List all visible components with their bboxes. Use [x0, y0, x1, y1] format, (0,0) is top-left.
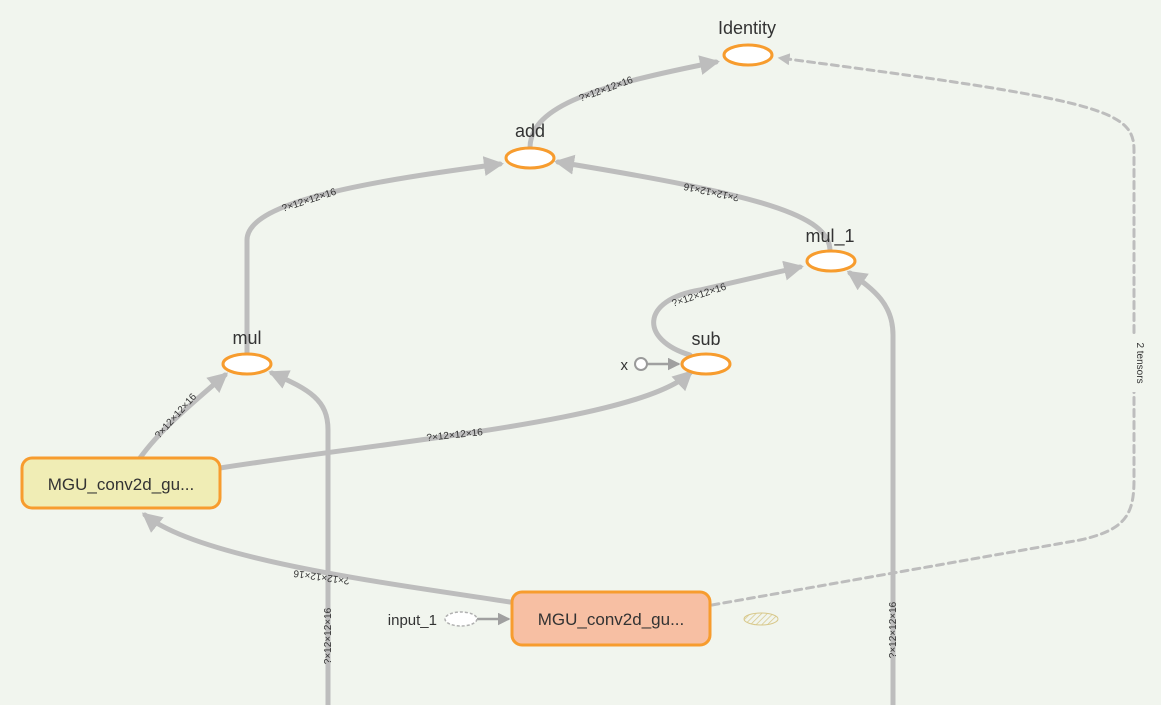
node-label-sub: sub: [691, 329, 720, 349]
node-x[interactable]: x: [621, 357, 648, 374]
node-label-add: add: [515, 121, 545, 141]
op-node-shape: [221, 352, 273, 376]
edge-add-to-identity[interactable]: [527, 55, 720, 151]
group-node-label-bottom: MGU_conv2d_gu...: [538, 610, 684, 629]
group-node-shape: [510, 590, 712, 647]
edge-label-sub-mul1: ?×12×12×16: [671, 282, 729, 310]
edge-label-add-identity: ?×12×12×16: [578, 75, 635, 105]
op-node-shape: [680, 352, 732, 376]
group-node-label-top: MGU_conv2d_gu...: [48, 475, 194, 494]
edge-sub-to-mul1[interactable]: [651, 260, 804, 358]
op-node-shape: [722, 43, 774, 67]
const-node-shape: [634, 357, 648, 371]
input-node-shape: [444, 611, 478, 627]
edge-mul-to-add[interactable]: [244, 156, 504, 356]
node-label-mul-1: mul_1: [805, 226, 854, 247]
node-label-x: x: [621, 357, 629, 374]
node-add[interactable]: add: [504, 121, 556, 170]
edge-label-group-sub: ?×12×12×16: [426, 427, 484, 444]
node-mul[interactable]: mul: [221, 328, 273, 376]
node-identity[interactable]: Identity: [718, 18, 776, 67]
edge-group-to-mul[interactable]: [137, 372, 229, 461]
edge-label-left-vertical: ?×12×12×16: [323, 607, 334, 664]
node-label-input-1: input_1: [388, 612, 437, 629]
node-mul-1[interactable]: mul_1: [805, 226, 857, 273]
node-input-1[interactable]: input_1: [388, 611, 478, 629]
edge-group-to-sub[interactable]: [217, 370, 693, 471]
group-node-shape: [20, 456, 222, 510]
edge-mul1-to-add[interactable]: [554, 154, 833, 254]
node-sub[interactable]: sub: [680, 329, 732, 376]
edge-dashed-to-identity[interactable]: [710, 53, 1136, 607]
node-label-identity: Identity: [718, 18, 776, 38]
edge-label-mul-add: ?×12×12×16: [281, 187, 339, 215]
edge-label-right-vertical: ?×12×12×16: [888, 601, 899, 658]
op-node-shape: [805, 249, 857, 273]
group-node-top[interactable]: MGU_conv2d_gu...: [20, 456, 222, 510]
group-node-bottom[interactable]: MGU_conv2d_gu...: [510, 590, 712, 647]
edge-left-vertical[interactable]: [268, 370, 331, 705]
node-label-mul: mul: [232, 328, 261, 348]
edge-label-mul1-add: ?×12×12×16: [682, 180, 740, 203]
summary-icon[interactable]: [743, 612, 779, 626]
edge-right-vertical[interactable]: [846, 270, 896, 705]
edge-bottom-to-group[interactable]: [141, 512, 513, 605]
op-node-shape: [504, 146, 556, 170]
edge-label-group-mul: ?×12×12×16: [153, 391, 199, 441]
edge-label-dashed: 2 tensors: [1134, 342, 1145, 383]
